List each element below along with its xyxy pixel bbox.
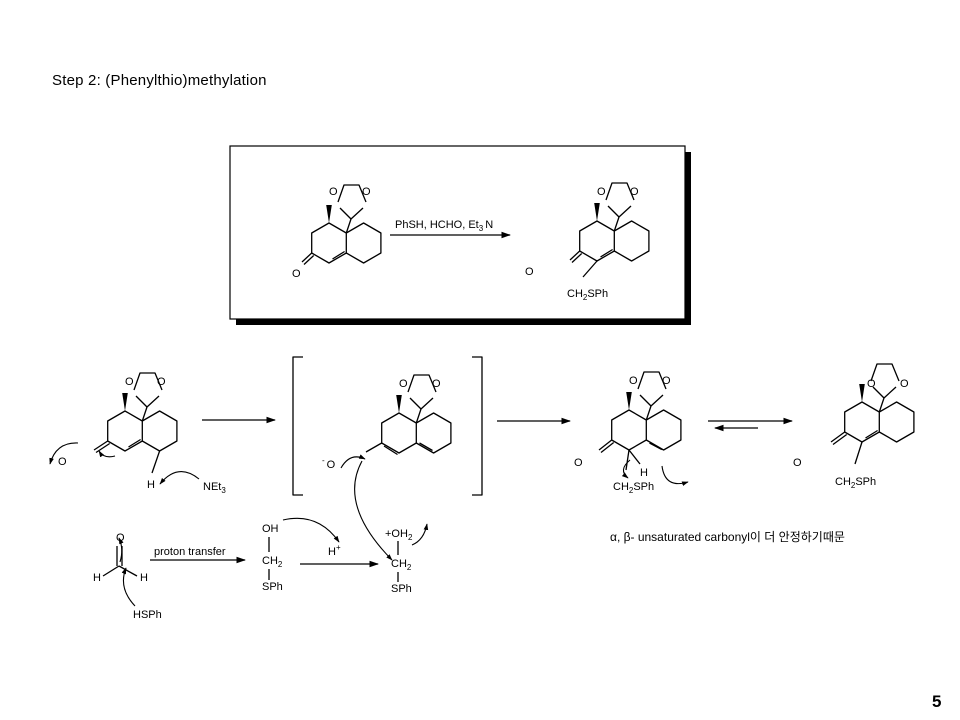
atom-o-carbonyl: O xyxy=(292,268,301,280)
base-net3-label: NEt3 xyxy=(203,481,226,495)
atom-o1: O xyxy=(597,186,606,198)
curved-arrow-water-loss xyxy=(411,523,429,546)
atom-o1: O xyxy=(329,186,338,198)
atom-o-carbonyl: O xyxy=(574,457,583,469)
atom-o-carbonyl: O xyxy=(525,266,534,278)
curved-arrow-adduct-1 xyxy=(621,459,631,479)
slide-title: Step 2: (Phenylthio)methylation xyxy=(52,72,267,89)
stability-note: α, β- unsaturated carbonyl이 더 안정하기때문 xyxy=(610,530,845,544)
formaldehyde: O H H HSPh xyxy=(93,532,162,621)
box-frame xyxy=(229,145,686,320)
oxonium-intermediate: +OH2 CH2 SPh xyxy=(385,528,413,595)
alkylated-adduct: O O O H CH2SPh xyxy=(574,371,682,495)
atom-o2: O xyxy=(900,378,909,390)
formaldehyde-h-left: H xyxy=(93,572,101,584)
atom-o1: O xyxy=(629,375,638,387)
bracket-right xyxy=(472,356,483,496)
enolate-intermediate: O O -O xyxy=(322,374,452,471)
atom-o1: O xyxy=(125,376,134,388)
atom-o-carbonyl: O xyxy=(58,456,67,468)
mechanism-enone: O O O H xyxy=(58,372,178,491)
sph-label: SPh xyxy=(391,583,412,595)
thiophenol-label: HSPh xyxy=(133,609,162,621)
proton-label: H+ xyxy=(328,543,341,558)
curved-arrow-deprotonation xyxy=(159,471,200,485)
adduct-h-label: H xyxy=(640,467,648,479)
curved-arrow-enolization-1 xyxy=(98,450,116,458)
curved-arrow-protonation xyxy=(282,517,340,543)
proton-transfer-label: proton transfer xyxy=(154,546,226,558)
atom-o2: O xyxy=(157,376,166,388)
formaldehyde-h-right: H xyxy=(140,572,148,584)
curved-arrow-thiol-attack xyxy=(121,567,136,607)
atom-o2: O xyxy=(432,378,441,390)
oxonium-label: +OH2 xyxy=(385,528,413,542)
enolate-oxygen: -O xyxy=(322,456,336,471)
final-product: O O O CH2SPh xyxy=(793,363,915,490)
bracket-left xyxy=(292,356,303,496)
curved-arrow-enolization-2 xyxy=(49,442,79,465)
ch2sph-label: CH2SPh xyxy=(567,288,608,302)
ch2sph-label: CH2SPh xyxy=(835,476,876,490)
starting-enone: O O O xyxy=(292,184,382,280)
sph-label: SPh xyxy=(262,581,283,593)
methylene-label: CH2 xyxy=(262,555,283,569)
atom-o-carbonyl: O xyxy=(793,457,802,469)
page-number: 5 xyxy=(932,692,942,711)
methylene-label: CH2 xyxy=(391,558,412,572)
equilibrium-arrows xyxy=(708,417,793,432)
atom-o2: O xyxy=(362,186,371,198)
curved-arrow-enolate-push xyxy=(340,454,366,469)
atom-o2: O xyxy=(630,186,639,198)
curved-arrow-adduct-2 xyxy=(661,465,689,486)
ch2sph-label: CH2SPh xyxy=(613,481,654,495)
curved-arrow-carbonyl xyxy=(118,537,124,563)
alpha-h-label: H xyxy=(147,479,155,491)
atom-o1: O xyxy=(399,378,408,390)
hemithioacetal: OH CH2 SPh xyxy=(262,523,283,593)
hydroxyl-label: OH xyxy=(262,523,279,535)
product-box: O O O CH2SPh xyxy=(525,182,650,302)
atom-o2: O xyxy=(662,375,671,387)
curved-arrow-to-oxonium xyxy=(354,460,393,561)
atom-o1: O xyxy=(867,378,876,390)
